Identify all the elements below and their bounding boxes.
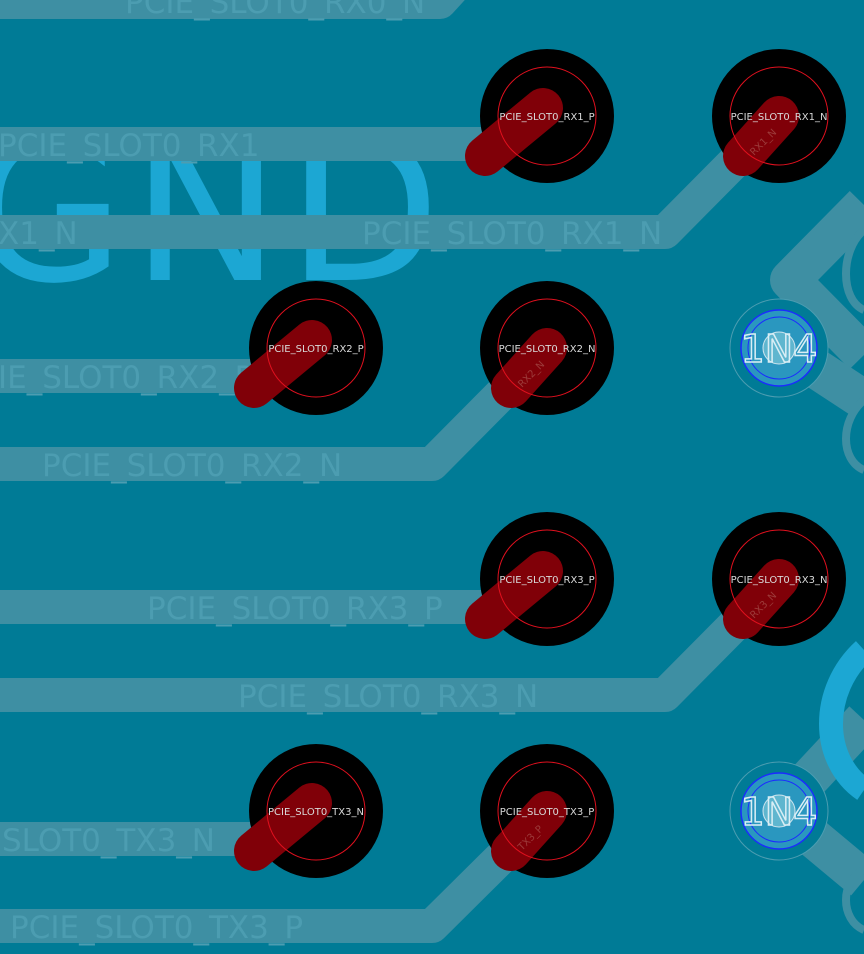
trace-label-tx3-p: PCIE_SLOT0_TX3_P	[10, 910, 303, 946]
pad-rx3-n[interactable]: PCIE_SLOT0_RX3_N RX3_N	[712, 512, 846, 646]
trace-label-tx3-n: SLOT0_TX3_N	[2, 823, 215, 859]
trace-label-rx1-p: PCIE_SLOT0_RX1	[0, 128, 259, 164]
pad-rx1-p[interactable]: PCIE_SLOT0_RX1_P	[465, 49, 614, 183]
trace-label-rx0: PCIE_SLOT0_RX0_N	[125, 0, 425, 21]
via-1[interactable]: 1N4	[729, 298, 829, 398]
trace-label-rx3-n: PCIE_SLOT0_RX3_N	[238, 679, 538, 715]
trace-label-rx1-n-left: X1_N	[0, 216, 78, 252]
pad-rx1-n[interactable]: PCIE_SLOT0_RX1_N RX1_N	[712, 49, 846, 183]
trace-label-rx2-p: IE_SLOT0_RX2_P	[0, 360, 253, 396]
via-label: 1N4	[741, 790, 818, 834]
pad-label: PCIE_SLOT0_RX3_N	[731, 575, 828, 586]
pad-tx3-p[interactable]: PCIE_SLOT0_TX3_P TX3_P	[480, 744, 614, 878]
pad-rx3-p[interactable]: PCIE_SLOT0_RX3_P	[465, 512, 614, 646]
copper-arc-right	[819, 641, 864, 800]
trace-label-rx1-n: PCIE_SLOT0_RX1_N	[362, 216, 662, 252]
pad-label: PCIE_SLOT0_TX3_N	[268, 807, 364, 818]
pad-label: PCIE_SLOT0_RX3_P	[499, 575, 594, 586]
pad-label: PCIE_SLOT0_RX2_P	[268, 344, 363, 355]
via-label: 1N4	[741, 327, 818, 371]
arc-right-small-2	[842, 396, 864, 474]
trace-right-1[interactable]	[770, 190, 864, 370]
pad-tx3-n[interactable]: PCIE_SLOT0_TX3_N	[234, 744, 383, 878]
arc-right-small-1	[842, 226, 864, 314]
pad-rx2-p[interactable]: PCIE_SLOT0_RX2_P	[234, 281, 383, 415]
pad-label: PCIE_SLOT0_RX2_N	[499, 344, 596, 355]
arc-right-small-3	[842, 866, 864, 934]
pad-label: PCIE_SLOT0_RX1_N	[731, 112, 828, 123]
via-2[interactable]: 1N4	[729, 761, 829, 861]
trace-rx0[interactable]	[0, 0, 465, 19]
trace-label-rx3-p: PCIE_SLOT0_RX3_P	[147, 591, 443, 627]
trace-label-rx2-n: PCIE_SLOT0_RX2_N	[42, 448, 342, 484]
pad-label: PCIE_SLOT0_RX1_P	[499, 112, 594, 123]
pad-label: PCIE_SLOT0_TX3_P	[500, 807, 595, 818]
pad-rx2-n[interactable]: PCIE_SLOT0_RX2_N RX2_N	[480, 281, 614, 415]
